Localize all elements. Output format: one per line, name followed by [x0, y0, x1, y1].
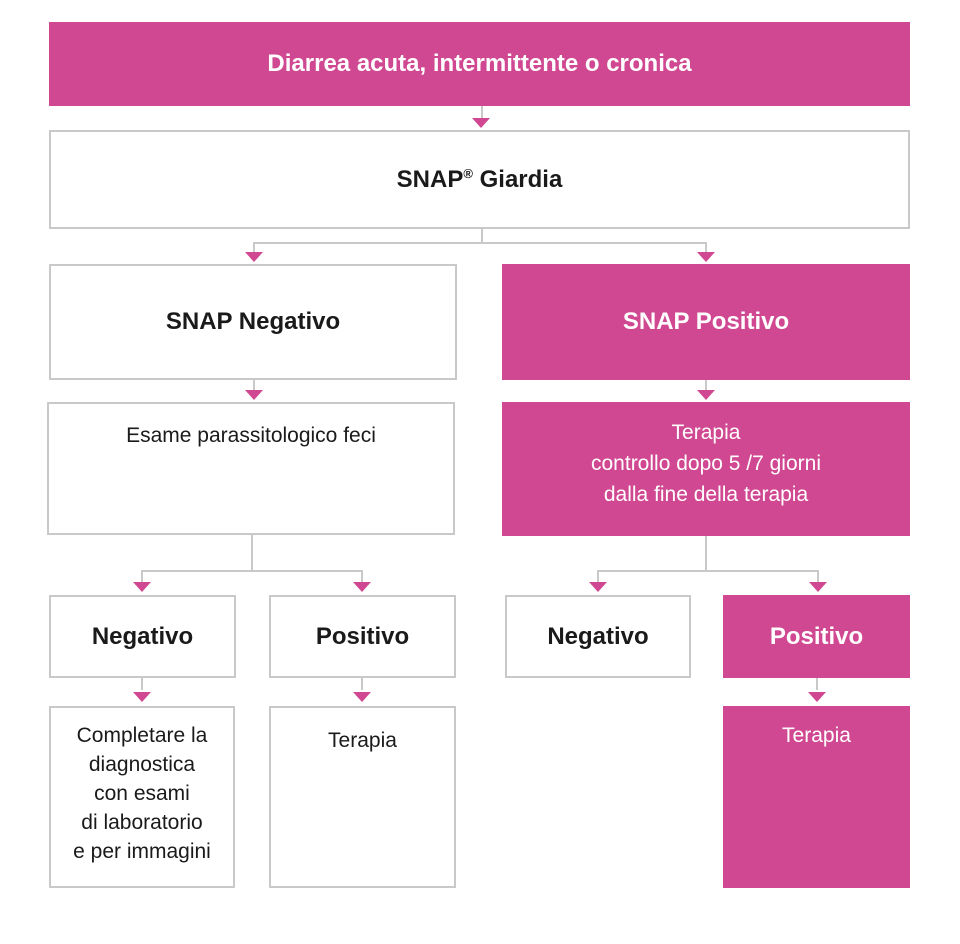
connector-line [705, 242, 707, 254]
right-positive-label: Positivo [769, 622, 864, 650]
complete-diagnostics-line: con esami [94, 782, 190, 805]
down-arrow-icon [245, 390, 263, 400]
fecal-exam-box: Esame parassitologico feci [47, 402, 455, 535]
connector-line [817, 570, 819, 582]
connector-line [597, 570, 599, 582]
connector-line [253, 242, 707, 244]
connector-line [816, 678, 818, 690]
top-box-label: Diarrea acuta, intermittente o cronica [267, 50, 692, 77]
right-negative-label: Negativo [547, 622, 649, 650]
therapy-control-line: dalla fine della terapia [603, 483, 809, 506]
left-negative-label: Negativo [91, 622, 194, 650]
complete-diagnostics-box: Completare la diagnostica con esami di l… [49, 706, 235, 888]
connector-line [253, 242, 255, 254]
snap-negative-label: SNAP Negativo [165, 308, 341, 335]
complete-diagnostics-line: di laboratorio [81, 811, 203, 834]
down-arrow-icon [245, 252, 263, 262]
right-negative-box: Negativo [505, 595, 691, 678]
complete-diagnostics-text: Completare la diagnostica con esami di l… [73, 721, 211, 866]
snap-positive-box: SNAP Positivo [502, 264, 910, 380]
connector-line [253, 380, 255, 392]
therapy-control-box: Terapia controllo dopo 5 /7 giorni dalla… [502, 402, 910, 536]
right-positive-box: Positivo [723, 595, 910, 678]
connector-line [481, 229, 483, 243]
fecal-exam-label: Esame parassitologico feci [126, 424, 376, 447]
snap-positive-label: SNAP Positivo [622, 308, 790, 335]
down-arrow-icon [808, 692, 826, 702]
down-arrow-icon [133, 582, 151, 592]
test-box-label: SNAP® Giardia [396, 165, 563, 193]
down-arrow-icon [809, 582, 827, 592]
connector-line [597, 570, 819, 572]
test-box: SNAP® Giardia [49, 130, 910, 229]
down-arrow-icon [353, 692, 371, 702]
right-therapy-box: Terapia [723, 706, 910, 888]
down-arrow-icon [472, 118, 490, 128]
right-therapy-label: Terapia [782, 724, 851, 747]
connector-line [251, 535, 253, 572]
left-positive-label: Positivo [315, 622, 410, 650]
top-box: Diarrea acuta, intermittente o cronica [49, 22, 910, 106]
therapy-control-text: Terapia controllo dopo 5 /7 giorni dalla… [591, 417, 821, 510]
connector-line [705, 536, 707, 572]
therapy-control-line: controllo dopo 5 /7 giorni [591, 452, 821, 475]
complete-diagnostics-line: diagnostica [88, 753, 196, 776]
connector-line [481, 106, 483, 118]
down-arrow-icon [589, 582, 607, 592]
left-therapy-label: Terapia [328, 729, 397, 752]
down-arrow-icon [353, 582, 371, 592]
down-arrow-icon [697, 252, 715, 262]
left-negative-box: Negativo [49, 595, 236, 678]
down-arrow-icon [133, 692, 151, 702]
snap-negative-box: SNAP Negativo [49, 264, 457, 380]
connector-line [141, 570, 143, 582]
complete-diagnostics-line: e per immagini [73, 840, 211, 863]
registered-mark: ® [463, 165, 473, 181]
connector-line [361, 570, 363, 582]
connector-line [141, 570, 363, 572]
down-arrow-icon [697, 390, 715, 400]
left-therapy-box: Terapia [269, 706, 456, 888]
connector-line [141, 678, 143, 690]
connector-line [361, 678, 363, 690]
therapy-control-line: Terapia [671, 421, 741, 444]
left-positive-box: Positivo [269, 595, 456, 678]
connector-line [705, 380, 707, 392]
complete-diagnostics-line: Completare la [76, 724, 208, 747]
